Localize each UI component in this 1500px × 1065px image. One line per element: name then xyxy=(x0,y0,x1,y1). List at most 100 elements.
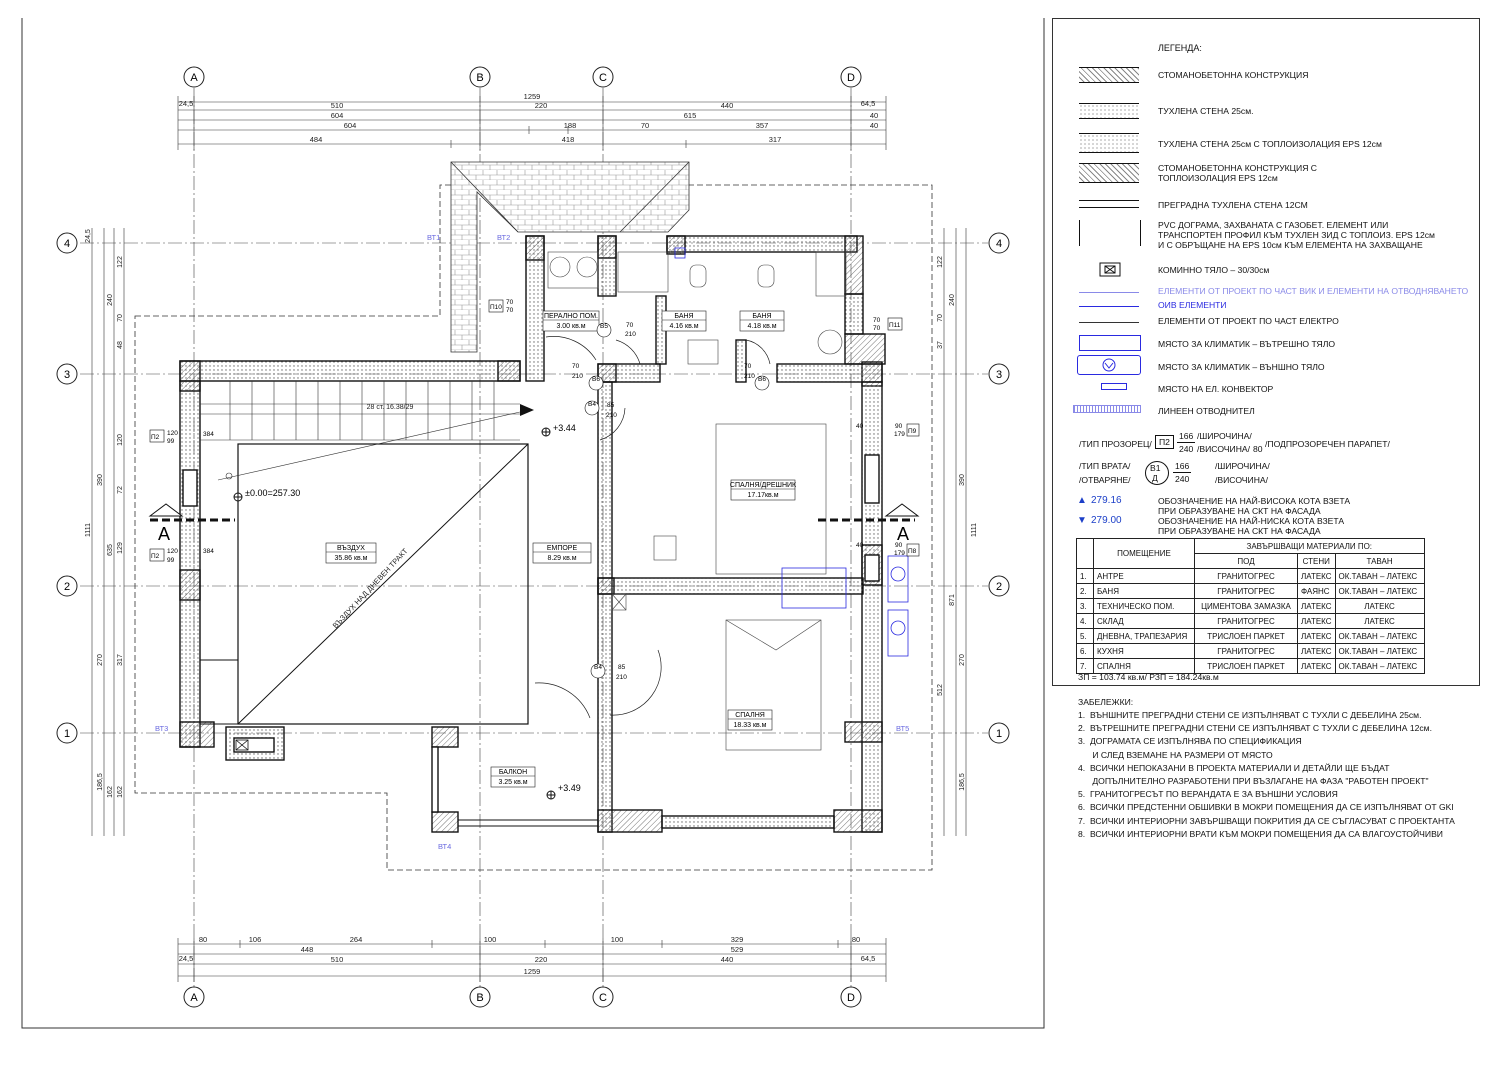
grid-bubbles: A B C D A B C D 4 3 2 1 4 3 2 1 xyxy=(56,66,1010,1008)
legend-panel: ЛЕГЕНДА: СТОМАНОБЕТОННА КОНСТРУКЦИЯ ТУХЛ… xyxy=(1052,18,1480,686)
grid-bubble-B-top: B xyxy=(469,66,491,88)
dimension-lines-top xyxy=(177,96,887,150)
grid-bubble-3-left: 3 xyxy=(56,363,78,385)
dim-top-4b: 188 xyxy=(564,121,577,130)
dim-right-1: 240 xyxy=(949,294,956,306)
svg-text:D: D xyxy=(847,72,855,84)
materials-subheader-row: ПОД СТЕНИ ТАВАН xyxy=(1077,553,1425,569)
svg-text:В4: В4 xyxy=(594,664,602,671)
svg-text:П11: П11 xyxy=(889,322,901,329)
grid-bubble-3-right: 3 xyxy=(988,363,1010,385)
dim-bot-1a: 80 xyxy=(199,935,207,944)
svg-text:C: C xyxy=(599,72,607,84)
list-item: И СЛЕД ВЗЕМАНЕ НА РАЗМЕРИ ОТ МЯСТО xyxy=(1078,749,1273,760)
list-item: 2. ВЪТРЕШНИТЕ ПРЕГРАДНИ СТЕНИ СЕ ИЗПЪЛНЯ… xyxy=(1078,723,1432,734)
level-marks: ±0.00=257.30 +3.44 +3.49 xyxy=(233,423,581,800)
svg-text:В6: В6 xyxy=(758,376,766,383)
dimension-lines-bottom xyxy=(177,938,887,982)
list-item: 3. ДОГРАМАТА СЕ ИЗПЪЛНЯВА ПО СПЕЦИФИКАЦИ… xyxy=(1078,736,1302,747)
svg-text:2: 2 xyxy=(64,581,70,593)
dim-bot-1e: 100 xyxy=(611,935,624,944)
chimney-legend-icon xyxy=(1079,262,1139,280)
room-laundry: ПЕРАЛНО ПОМ.3.00 кв.м xyxy=(542,310,600,332)
stair xyxy=(200,381,521,481)
svg-text:D: D xyxy=(847,992,855,1004)
svg-text:ВТ5: ВТ5 xyxy=(896,724,909,733)
svg-text:СПАЛНЯ/ДРЕШНИК: СПАЛНЯ/ДРЕШНИК xyxy=(730,482,797,489)
dimension-lines-sides xyxy=(91,228,967,836)
grid-bubble-A-bottom: A xyxy=(183,986,205,1008)
dim-bot-1f: 329 xyxy=(731,935,744,944)
hvac-line-icon xyxy=(1079,306,1139,307)
svg-text:П8: П8 xyxy=(908,548,917,555)
dim-right-0: 122 xyxy=(937,256,944,268)
grid-bubble-A-top: A xyxy=(183,66,205,88)
svg-text:90: 90 xyxy=(895,423,903,430)
svg-text:179: 179 xyxy=(894,431,905,438)
pvc-frame-swatch-icon xyxy=(1079,220,1141,246)
dim-top-5a: 484 xyxy=(310,135,323,144)
triangle-up-icon: ▲ xyxy=(1077,495,1087,506)
dim-left-14: 162 xyxy=(107,786,114,798)
level-balcony: +3.49 xyxy=(546,783,581,800)
svg-text:1: 1 xyxy=(64,728,70,740)
svg-text:ВТ4: ВТ4 xyxy=(438,842,451,851)
dimension-text-top: 24,5 1259 64,5 510 220 440 604 615 40 60… xyxy=(179,92,878,144)
svg-text:+3.49: +3.49 xyxy=(558,783,581,793)
dim-right-2: 70 xyxy=(937,314,944,322)
svg-text:4: 4 xyxy=(996,238,1002,250)
svg-text:70: 70 xyxy=(873,325,881,332)
dim-bot-3c: 440 xyxy=(721,955,734,964)
svg-text:384: 384 xyxy=(203,548,214,555)
svg-text:3: 3 xyxy=(996,369,1002,381)
svg-text:B: B xyxy=(476,992,483,1004)
level-zero: ±0.00=257.30 xyxy=(233,488,300,502)
void-area xyxy=(199,443,529,725)
svg-text:ВТ3: ВТ3 xyxy=(155,724,168,733)
svg-text:99: 99 xyxy=(167,557,175,564)
dim-left-9: 129 xyxy=(117,542,124,554)
list-item: 8. ВСИЧКИ ИНТЕРИОРНИ ВРАТИ КЪМ МОКРИ ПОМ… xyxy=(1078,828,1443,839)
list-item: 5. ГРАНИТОГРЕСЪТ ПО ВЕРАНДАТА Е ЗА ВЪНШН… xyxy=(1078,789,1338,800)
svg-text:3.25 кв.м: 3.25 кв.м xyxy=(498,779,527,786)
dim-top-4a: 604 xyxy=(344,121,357,130)
dim-left-0: 24,5 xyxy=(85,229,92,243)
window-key: /ТИП ПРОЗОРЕЦ/ П2 166 240 /ШИРОЧИНА/ /ВИ… xyxy=(1079,431,1390,454)
dim-left-2: 240 xyxy=(107,294,114,306)
svg-text:210: 210 xyxy=(625,331,636,338)
dim-top-5b: 418 xyxy=(562,135,575,144)
dim-top-4c: 70 xyxy=(641,121,649,130)
svg-text:120: 120 xyxy=(167,548,178,555)
svg-text:179: 179 xyxy=(894,550,905,557)
section-label-left: A xyxy=(158,524,170,544)
col-group: ЗАВЪРШВАЩИ МАТЕРИАЛИ ПО: xyxy=(1194,538,1425,554)
dim-top-4e: 40 xyxy=(870,121,878,130)
svg-text:210: 210 xyxy=(616,674,627,681)
svg-text:A: A xyxy=(190,992,198,1004)
svg-text:П2: П2 xyxy=(151,434,160,441)
dim-top-4d: 357 xyxy=(756,121,769,130)
grid-bubble-C-bottom: C xyxy=(592,986,614,1008)
door-swings xyxy=(534,336,771,719)
level-empore: +3.44 xyxy=(541,423,576,437)
svg-text:85: 85 xyxy=(607,402,615,409)
svg-text:П9: П9 xyxy=(908,428,917,435)
svg-text:+3.44: +3.44 xyxy=(553,423,576,433)
area-summary: ЗП = 103.74 кв.м/ РЗП = 184.24кв.м xyxy=(1078,672,1219,682)
section-label-right: A xyxy=(897,524,909,544)
grid-bubble-4-right: 4 xyxy=(988,232,1010,254)
dim-left-8: 390 xyxy=(97,474,104,486)
svg-text:3.00 кв.м: 3.00 кв.м xyxy=(556,323,585,330)
